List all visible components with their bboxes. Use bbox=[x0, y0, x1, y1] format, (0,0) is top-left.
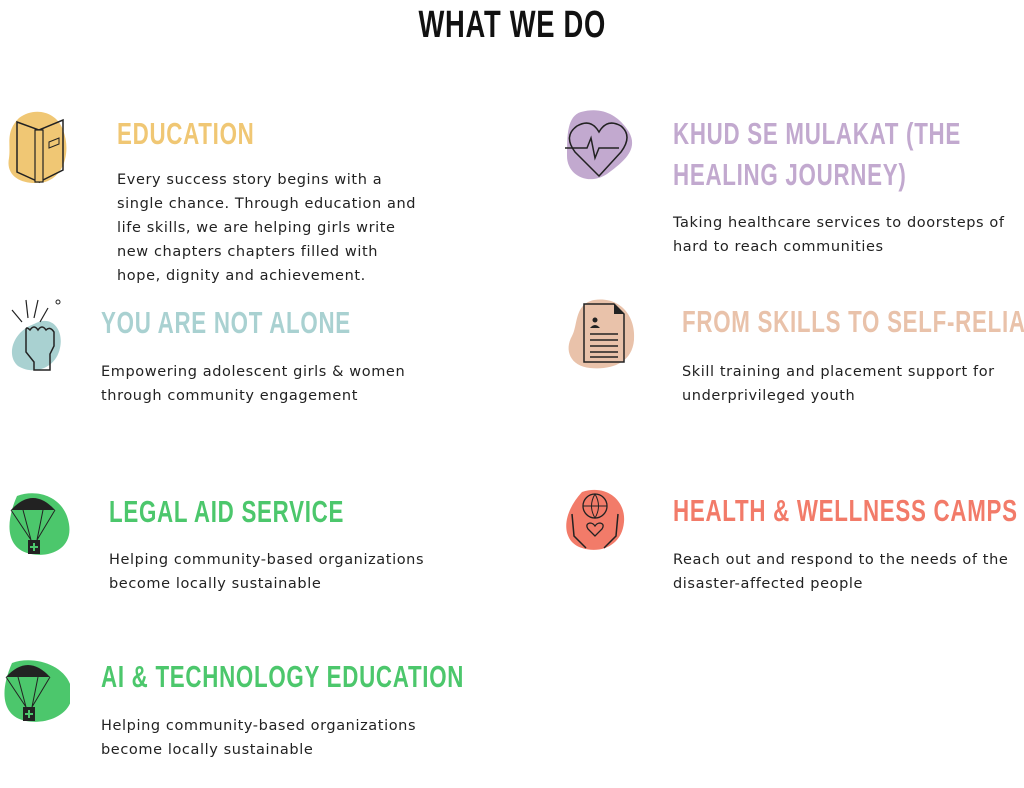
desc-line: Skill training and placement support for bbox=[682, 364, 995, 380]
desc-line: Helping community-based organizations bbox=[101, 718, 417, 734]
card-heading: HEALTH & WELLNESS CAMPS bbox=[673, 493, 1018, 528]
desc-line: underprivileged youth bbox=[682, 388, 856, 404]
card-heading: YOU ARE NOT ALONE bbox=[101, 305, 351, 340]
desc-line: disaster-affected people bbox=[673, 576, 864, 592]
resume-document-icon bbox=[568, 299, 635, 369]
desc-line: Helping community-based organizations bbox=[109, 552, 425, 568]
card-description: Helping community-based organizations be… bbox=[109, 548, 424, 596]
desc-line: become locally sustainable bbox=[101, 742, 314, 758]
desc-line: Reach out and respond to the needs of th… bbox=[673, 552, 1009, 568]
parachute-aid-icon bbox=[4, 660, 70, 722]
hands-globe-heart-icon bbox=[566, 489, 625, 550]
desc-line: through community engagement bbox=[101, 388, 359, 404]
raised-fist-icon bbox=[11, 299, 61, 371]
section-title: WHAT WE DO bbox=[0, 4, 1024, 47]
card-heading-line-2: HEALING JOURNEY) bbox=[673, 157, 907, 192]
card-description: Skill training and placement support for… bbox=[682, 360, 995, 408]
desc-line: Empowering adolescent girls & women bbox=[101, 364, 406, 380]
card-description: Helping community-based organizations be… bbox=[101, 714, 416, 762]
desc-line: Taking healthcare services to doorsteps … bbox=[673, 215, 1005, 231]
desc-line: new chapters chapters filled with bbox=[117, 244, 379, 260]
section-title-text: WHAT WE DO bbox=[418, 4, 606, 46]
desc-line: life skills, we are helping girls write bbox=[117, 220, 396, 236]
desc-line: single chance. Through education and bbox=[117, 196, 417, 212]
desc-line: become locally sustainable bbox=[109, 576, 322, 592]
card-description: Reach out and respond to the needs of th… bbox=[673, 548, 1008, 596]
card-heading: FROM SKILLS TO SELF-RELIANCE bbox=[682, 304, 1024, 339]
desc-line: Every success story begins with a bbox=[117, 172, 383, 188]
card-heading: AI & TECHNOLOGY EDUCATION bbox=[101, 659, 465, 694]
parachute-aid-icon bbox=[9, 493, 70, 555]
card-description: Every success story begins with a single… bbox=[117, 168, 416, 288]
card-heading: KHUD SE MULAKAT (THE bbox=[673, 116, 962, 151]
heartbeat-icon bbox=[565, 110, 633, 180]
card-heading: EDUCATION bbox=[117, 116, 255, 151]
card-description: Empowering adolescent girls & women thro… bbox=[101, 360, 405, 408]
desc-line: hard to reach communities bbox=[673, 239, 884, 255]
book-icon bbox=[8, 111, 67, 184]
card-heading: LEGAL AID SERVICE bbox=[109, 494, 345, 529]
desc-line: hope, dignity and achievement. bbox=[117, 268, 366, 284]
card-description: Taking healthcare services to doorsteps … bbox=[673, 211, 1005, 259]
